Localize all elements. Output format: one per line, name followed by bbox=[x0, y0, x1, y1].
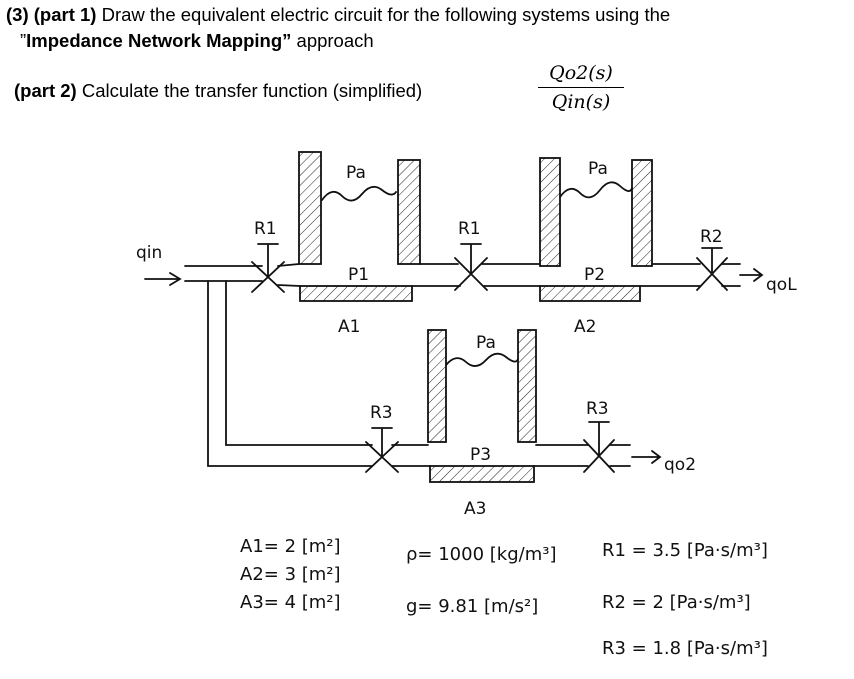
tank3-bottom bbox=[429, 465, 535, 483]
pipe-tank1-out bbox=[411, 263, 461, 287]
pipe-tank3-out bbox=[533, 444, 589, 467]
quote-mark: ” bbox=[20, 30, 27, 51]
valve-r1-left bbox=[251, 243, 285, 293]
valve-r3-right bbox=[583, 421, 615, 473]
part1-label: (3) (part 1) bbox=[6, 4, 97, 25]
given-a1: A1= 2 [m²] bbox=[240, 536, 341, 557]
pipe-tank2-out bbox=[639, 263, 701, 287]
label-a1: A1 bbox=[338, 317, 360, 337]
tank1-bottom bbox=[299, 285, 413, 302]
tank3-left-wall bbox=[427, 329, 447, 443]
inflow-arrow bbox=[144, 272, 182, 286]
part1-text: Draw the equivalent electric circuit for… bbox=[96, 4, 671, 25]
tank2-right-wall bbox=[631, 159, 653, 267]
fraction-denominator: Qin(s) bbox=[551, 91, 611, 113]
inlet-pipe bbox=[184, 265, 263, 282]
tank1-right-wall bbox=[397, 159, 421, 265]
given-g: g= 9.81 [m/s²] bbox=[406, 596, 538, 617]
valve-r3-left bbox=[365, 427, 399, 473]
label-qin: qin bbox=[136, 243, 162, 263]
valve-r1-mid bbox=[454, 243, 488, 291]
label-r2: R2 bbox=[700, 227, 723, 247]
pipe-to-tank3 bbox=[391, 444, 431, 467]
given-a2: A2= 3 [m²] bbox=[240, 564, 341, 585]
label-pa1: Pa bbox=[346, 163, 366, 183]
tank2-left-wall bbox=[539, 157, 561, 267]
part2-text: Calculate the transfer function (simplif… bbox=[76, 80, 423, 101]
question-part2-line: (part 2) Calculate the transfer function… bbox=[14, 80, 422, 102]
given-a3: A3= 4 [m²] bbox=[240, 592, 341, 613]
tank2-surface bbox=[559, 181, 633, 199]
given-rho: ρ= 1000 [kg/m³] bbox=[406, 544, 556, 565]
label-p1: P1 bbox=[348, 265, 369, 285]
part2-label: (part 2) bbox=[14, 80, 77, 101]
label-qol: qoL bbox=[766, 275, 797, 295]
label-p2: P2 bbox=[584, 265, 605, 285]
label-r1-mid: R1 bbox=[458, 219, 481, 239]
part1-suffix: approach bbox=[291, 30, 374, 51]
tank3-surface bbox=[445, 352, 519, 367]
tank1-surface bbox=[321, 185, 397, 202]
label-r1-left: R1 bbox=[254, 219, 277, 239]
label-pa3: Pa bbox=[476, 333, 496, 353]
valve-r2 bbox=[696, 247, 728, 291]
pipe-to-tank1 bbox=[277, 263, 301, 287]
fraction-numerator: Qo2(s) bbox=[549, 62, 613, 84]
tank1-left-wall bbox=[298, 151, 322, 265]
outflow-arrow-2 bbox=[631, 450, 662, 464]
label-a3: A3 bbox=[464, 499, 486, 519]
label-a2: A2 bbox=[574, 317, 596, 337]
transfer-function-fraction: Qo2(s) Qin(s) bbox=[538, 60, 624, 115]
outlet-pipe-2 bbox=[609, 444, 631, 467]
label-r3-left: R3 bbox=[370, 403, 393, 423]
given-r1: R1 = 3.5 [Pa·s/m³] bbox=[602, 540, 768, 561]
pipe-to-tank2 bbox=[481, 263, 541, 287]
question-part1-line2: ”Impedance Network Mapping” approach bbox=[20, 30, 374, 52]
label-p3: P3 bbox=[470, 445, 491, 465]
label-pa2: Pa bbox=[588, 159, 608, 179]
label-qo2: qo2 bbox=[664, 455, 696, 475]
given-r3: R3 = 1.8 [Pa·s/m³] bbox=[602, 638, 768, 659]
given-r2: R2 = 2 [Pa·s/m³] bbox=[602, 592, 751, 613]
question-part1-line: (3) (part 1) Draw the equivalent electri… bbox=[6, 4, 670, 26]
method-name: Impedance Network Mapping” bbox=[26, 30, 292, 51]
outlet-pipe-1 bbox=[721, 263, 741, 287]
branch-pipe bbox=[207, 280, 373, 467]
fraction-bar bbox=[538, 87, 624, 88]
tank2-bottom bbox=[539, 285, 641, 302]
outflow-arrow-1 bbox=[739, 268, 764, 282]
tank3-right-wall bbox=[517, 329, 537, 443]
label-r3-right: R3 bbox=[586, 399, 609, 419]
